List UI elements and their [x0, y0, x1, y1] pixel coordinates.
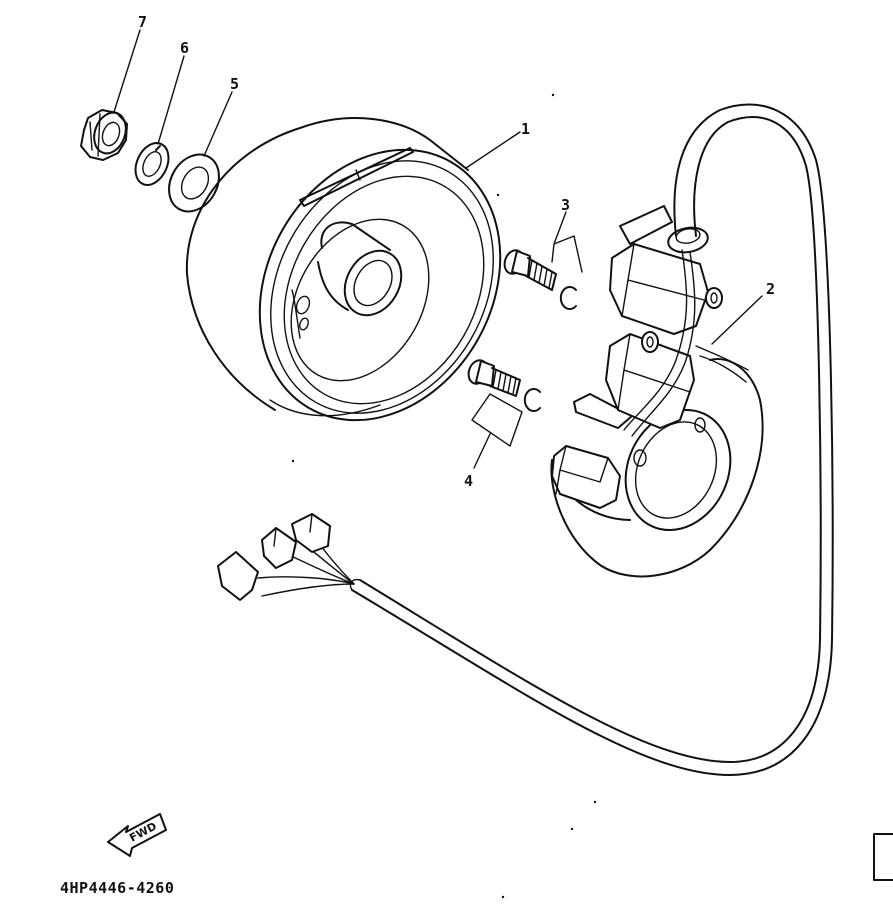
callout-6: 6 — [180, 39, 189, 57]
scan-dots — [291, 93, 597, 899]
callout-2: 2 — [766, 280, 775, 298]
frame-corner — [873, 833, 893, 881]
screw-upper — [503, 249, 577, 310]
callout-7: 7 — [138, 13, 147, 31]
callout-3: 3 — [561, 196, 570, 214]
fwd-arrow-icon: FWD — [107, 813, 167, 857]
screw-lower — [467, 359, 541, 412]
rotor — [185, 117, 502, 422]
callout-1: 1 — [521, 120, 530, 138]
stator-assembly — [550, 205, 764, 578]
diagram-code: 4HP4446-4260 — [60, 879, 174, 897]
callout-5: 5 — [230, 75, 239, 93]
lock-washer — [134, 142, 170, 186]
callout-4: 4 — [464, 472, 473, 490]
wire-harness — [217, 103, 834, 776]
plain-washer — [168, 153, 220, 213]
leader-lines — [113, 29, 763, 469]
nut — [80, 109, 128, 161]
